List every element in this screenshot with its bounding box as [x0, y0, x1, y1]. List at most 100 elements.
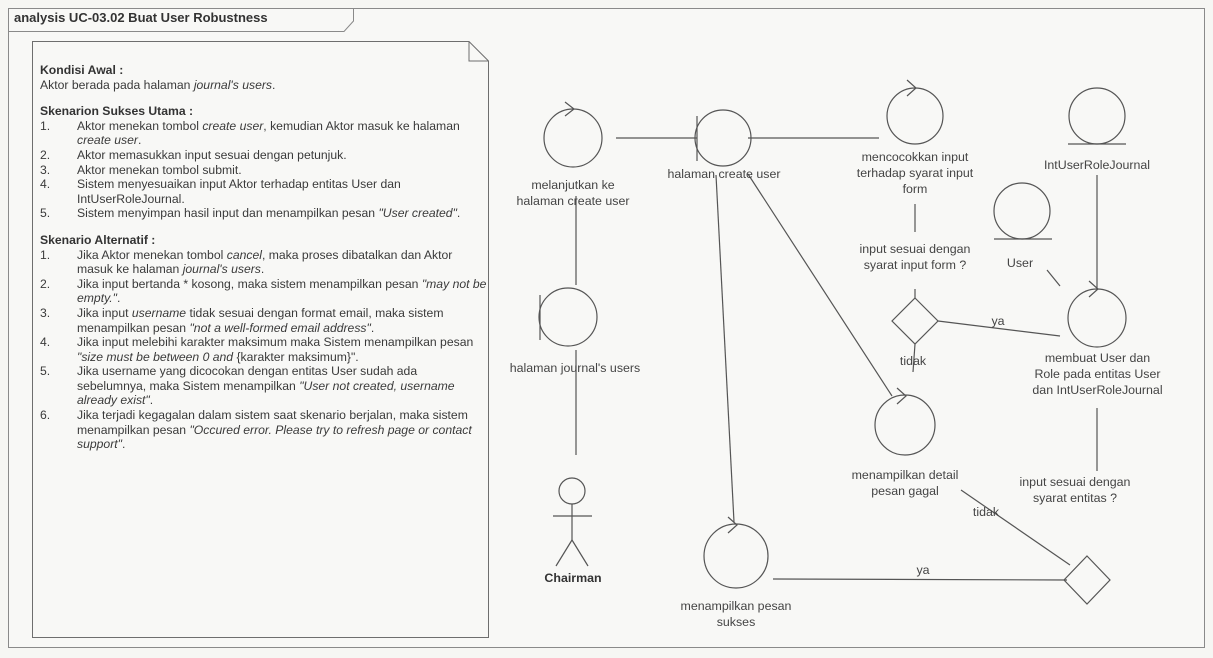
note-outline: [32, 41, 489, 638]
text-run: Jika input melebihi karakter maksimum ma…: [77, 335, 474, 350]
label-tidak-1: tidak: [899, 354, 927, 368]
step-number: 1.: [40, 247, 51, 262]
alt-scenario-list: 1.Jika Aktor menekan tombol cancel, maka…: [40, 248, 488, 452]
text-run: Aktor menekan tombol: [77, 118, 203, 133]
text-run: .: [117, 291, 121, 306]
decision-entitas: [1063, 555, 1111, 605]
main-scenario-list: 1.Aktor menekan tombol create user, kemu…: [40, 119, 488, 221]
italic-run: create user: [77, 133, 138, 148]
alt-step-2: 2. Jika input bertanda * kosong, maka sis…: [40, 277, 488, 306]
label-ya-1: ya: [991, 314, 1005, 328]
step-number: 5.: [40, 364, 51, 379]
step-number: 2.: [40, 147, 51, 162]
text-run: Aktor menekan tombol submit.: [77, 162, 242, 177]
control-icon-gagal: [874, 394, 936, 456]
label-ya-2: ya: [916, 563, 930, 577]
control-arrow-lanjut: [564, 101, 575, 117]
control-arrow-sukses: [727, 516, 738, 534]
label-tidak-2: tidak: [972, 505, 1000, 519]
text-run: {karakter maksimum}".: [233, 349, 359, 364]
alt-step-6: 6.Jika terjadi kegagalan dalam sistem sa…: [40, 408, 488, 452]
link-create-sukses: [715, 174, 735, 523]
text-run: Jika input: [77, 305, 132, 320]
italic-run: create user: [202, 118, 264, 133]
step-number: 4.: [40, 177, 51, 192]
decision-form: [891, 297, 939, 345]
entity-icon-intuser: [1068, 87, 1126, 145]
main-step-3: 3. Aktor menekan tombol submit.: [40, 163, 488, 178]
actor-icon: [553, 477, 592, 567]
link-create-gagal: [747, 173, 893, 397]
control-arrow-cocok: [906, 79, 917, 97]
label-actor: Chairman: [544, 571, 602, 585]
boundary-icon-create: [694, 109, 752, 167]
frame-tab-outline: [8, 8, 354, 32]
label-bnd-create: halaman create user: [667, 167, 781, 181]
link-guard2-ya: [772, 578, 1068, 581]
step-number: 5.: [40, 206, 51, 221]
boundary-icon-journal: [538, 287, 598, 347]
step-number: 3.: [40, 162, 51, 177]
italic-run: journal's users: [193, 77, 273, 92]
text-run: .: [272, 77, 276, 92]
italic-run: "not a well-formed email address": [189, 320, 371, 335]
link-user-membuat: [1046, 269, 1061, 287]
label-ent-intuser: IntUserRoleJournal: [1043, 158, 1151, 172]
italic-run: "size must be between 0 and: [77, 349, 234, 364]
scenario-note: Kondisi Awal : Aktor berada pada halaman…: [32, 41, 489, 638]
control-arrow-gagal: [896, 387, 907, 405]
text-run: Jika username yang dicocokan dengan enti…: [77, 364, 418, 393]
italic-run: "Occured error. Please try to refresh pa…: [77, 422, 472, 452]
control-icon-sukses: [703, 523, 769, 589]
text-run: Jika Aktor menekan tombol: [77, 247, 227, 262]
control-icon-lanjut: [543, 108, 603, 168]
control-icon-membuat: [1067, 288, 1127, 348]
italic-run: "may not be empty.": [77, 276, 487, 306]
main-scenario-title: Skenarion Sukses Utama :: [40, 104, 194, 119]
entity-icon-user: [993, 182, 1051, 240]
alt-step-3: 3. Jika input username tidak sesuai denga…: [40, 306, 488, 335]
text-run: Sistem menyesuaikan input Aktor terhadap…: [77, 177, 401, 206]
main-step-2: 2. Aktor memasukkan input sesuai dengan p…: [40, 148, 488, 163]
link-guard1-ya: [937, 320, 1061, 337]
text-run: .: [149, 393, 154, 408]
initial-condition-text: Aktor berada pada halaman journal's user…: [40, 78, 488, 93]
link-guard2-tidak: [960, 489, 1071, 566]
italic-run: "User created": [378, 206, 457, 221]
text-run: .: [260, 262, 265, 277]
text-run: .: [370, 320, 375, 335]
alt-step-5: 5. Jika username yang dicocokan dengan en…: [40, 364, 488, 408]
main-step-1: 1.Aktor menekan tombol create user, kemu…: [40, 119, 488, 148]
step-number: 4.: [40, 335, 51, 350]
text-run: Jika input bertanda * kosong, maka siste…: [77, 276, 422, 291]
main-step-5: 5. Sistem menyimpan hasil input dan menam…: [40, 206, 488, 221]
text-run: Jika terjadi kegagalan dalam sistem saat…: [77, 408, 468, 437]
frame-title: analysis UC-03.02 Buat User Robustness: [14, 10, 268, 25]
step-number: 2.: [40, 276, 51, 291]
alt-step-4: 4. Jika input melebihi karakter maksimum …: [40, 335, 488, 364]
text-run: Aktor memasukkan input sesuai dengan pet…: [77, 147, 347, 162]
main-step-4: 4. Sistem menyesuaikan input Aktor terhad…: [40, 177, 488, 206]
italic-run: journal's users: [182, 262, 261, 277]
label-ent-user: User: [1006, 256, 1034, 270]
text-run: tidak sesuai dengan format email, maka s…: [77, 305, 444, 335]
alt-step-1: 1.Jika Aktor menekan tombol cancel, maka…: [40, 248, 488, 277]
alt-scenario-title: Skenario Alternatif :: [40, 232, 156, 247]
text-run: .: [456, 206, 461, 221]
text-run: .: [121, 437, 126, 452]
frame-title-tab: [8, 8, 354, 32]
control-icon-cocok: [886, 87, 944, 145]
italic-run: username: [131, 305, 187, 320]
text-run: .: [137, 133, 142, 148]
link-guard1-tidak: [912, 343, 916, 373]
text-run: Sistem menyimpan hasil input dan menampi…: [77, 206, 379, 221]
step-number: 3.: [40, 305, 51, 320]
initial-condition-title: Kondisi Awal :: [40, 63, 124, 77]
